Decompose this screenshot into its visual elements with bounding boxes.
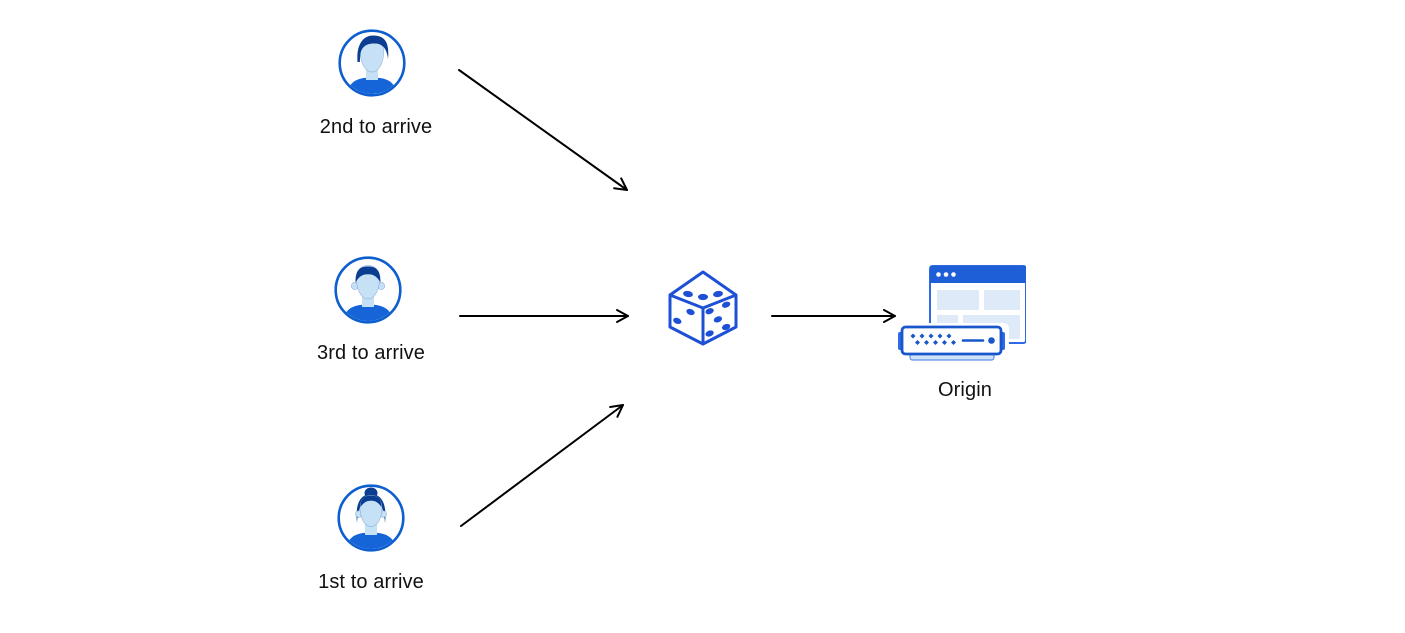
arrow-dice-to-origin (771, 309, 896, 323)
node-origin (896, 265, 1026, 365)
node-random-selector (666, 265, 740, 351)
visitor-top-label: 2nd to arrive (319, 116, 433, 138)
visitor-bottom-label: 1st to arrive (318, 571, 424, 593)
node-visitor-bottom (336, 483, 406, 553)
node-visitor-top (337, 28, 407, 98)
origin-server-icon (896, 265, 1026, 361)
user-avatar-icon (338, 29, 406, 97)
user-avatar-icon (334, 256, 402, 324)
arrow-visitor-top-to-dice (458, 69, 628, 191)
origin-label: Origin (938, 379, 992, 401)
arrow-visitor-middle-to-dice (459, 309, 629, 323)
node-visitor-middle (333, 255, 403, 325)
arrow-visitor-bottom-to-dice (460, 404, 624, 527)
user-avatar-icon (337, 484, 405, 552)
dice-icon (668, 270, 738, 346)
visitor-middle-label: 3rd to arrive (316, 342, 425, 364)
